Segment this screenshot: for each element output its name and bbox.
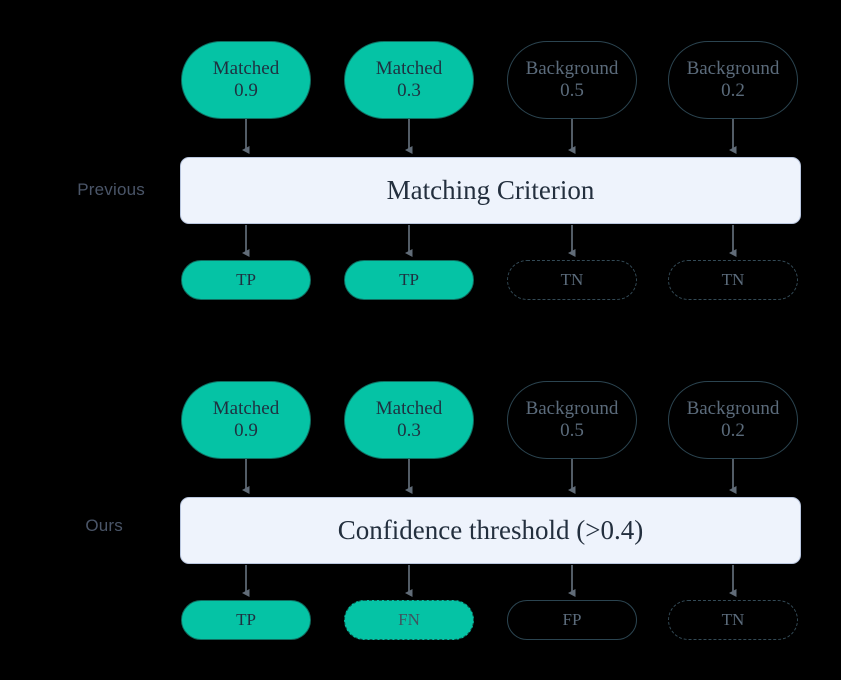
input-node-matched-0-9-ours: Matched 0.9 xyxy=(181,381,311,459)
input-node-background-0-5-ours: Background 0.5 xyxy=(507,381,637,459)
row-label-ours: Ours xyxy=(85,516,123,535)
node-score: 0.3 xyxy=(397,420,421,441)
node-title: Matched xyxy=(212,57,280,79)
input-node-matched-0-9-previous: Matched 0.9 xyxy=(181,41,311,119)
input-node-matched-0-3-previous: Matched 0.3 xyxy=(344,41,474,119)
input-node-background-0-5-previous: Background 0.5 xyxy=(507,41,637,119)
input-node-matched-0-3-ours: Matched 0.3 xyxy=(344,381,474,459)
output-label: FP xyxy=(562,609,582,629)
node-score: 0.5 xyxy=(560,80,584,101)
output-node-tn-previous-2: TN xyxy=(668,260,798,300)
output-label: TN xyxy=(721,269,745,289)
criterion-box-matching-criterion: Matching Criterion xyxy=(180,157,801,224)
output-label: TN xyxy=(721,609,745,629)
node-score: 0.9 xyxy=(234,80,258,101)
node-score: 0.3 xyxy=(397,80,421,101)
output-node-tp-previous-1: TP xyxy=(181,260,311,300)
output-node-tp-ours: TP xyxy=(181,600,311,640)
criterion-box-confidence-threshold: Confidence threshold (>0.4) xyxy=(180,497,801,564)
node-score: 0.9 xyxy=(234,420,258,441)
node-title: Background xyxy=(686,397,780,419)
node-title: Matched xyxy=(375,397,443,419)
output-label: TP xyxy=(236,269,256,289)
node-title: Matched xyxy=(212,397,280,419)
row-label-previous: Previous xyxy=(77,180,145,199)
node-score: 0.2 xyxy=(721,80,745,101)
node-title: Background xyxy=(525,57,619,79)
output-node-tn-ours: TN xyxy=(668,600,798,640)
node-title: Background xyxy=(525,397,619,419)
output-label: TP xyxy=(399,269,419,289)
output-node-fp-ours: FP xyxy=(507,600,637,640)
output-label: TN xyxy=(560,269,584,289)
node-score: 0.5 xyxy=(560,420,584,441)
output-node-tn-previous-1: TN xyxy=(507,260,637,300)
output-node-tp-previous-2: TP xyxy=(344,260,474,300)
input-node-background-0-2-previous: Background 0.2 xyxy=(668,41,798,119)
node-title: Background xyxy=(686,57,780,79)
input-node-background-0-2-ours: Background 0.2 xyxy=(668,381,798,459)
node-score: 0.2 xyxy=(721,420,745,441)
node-title: Matched xyxy=(375,57,443,79)
output-label: FN xyxy=(398,609,420,629)
output-label: TP xyxy=(236,609,256,629)
output-node-fn-ours: FN xyxy=(344,600,474,640)
